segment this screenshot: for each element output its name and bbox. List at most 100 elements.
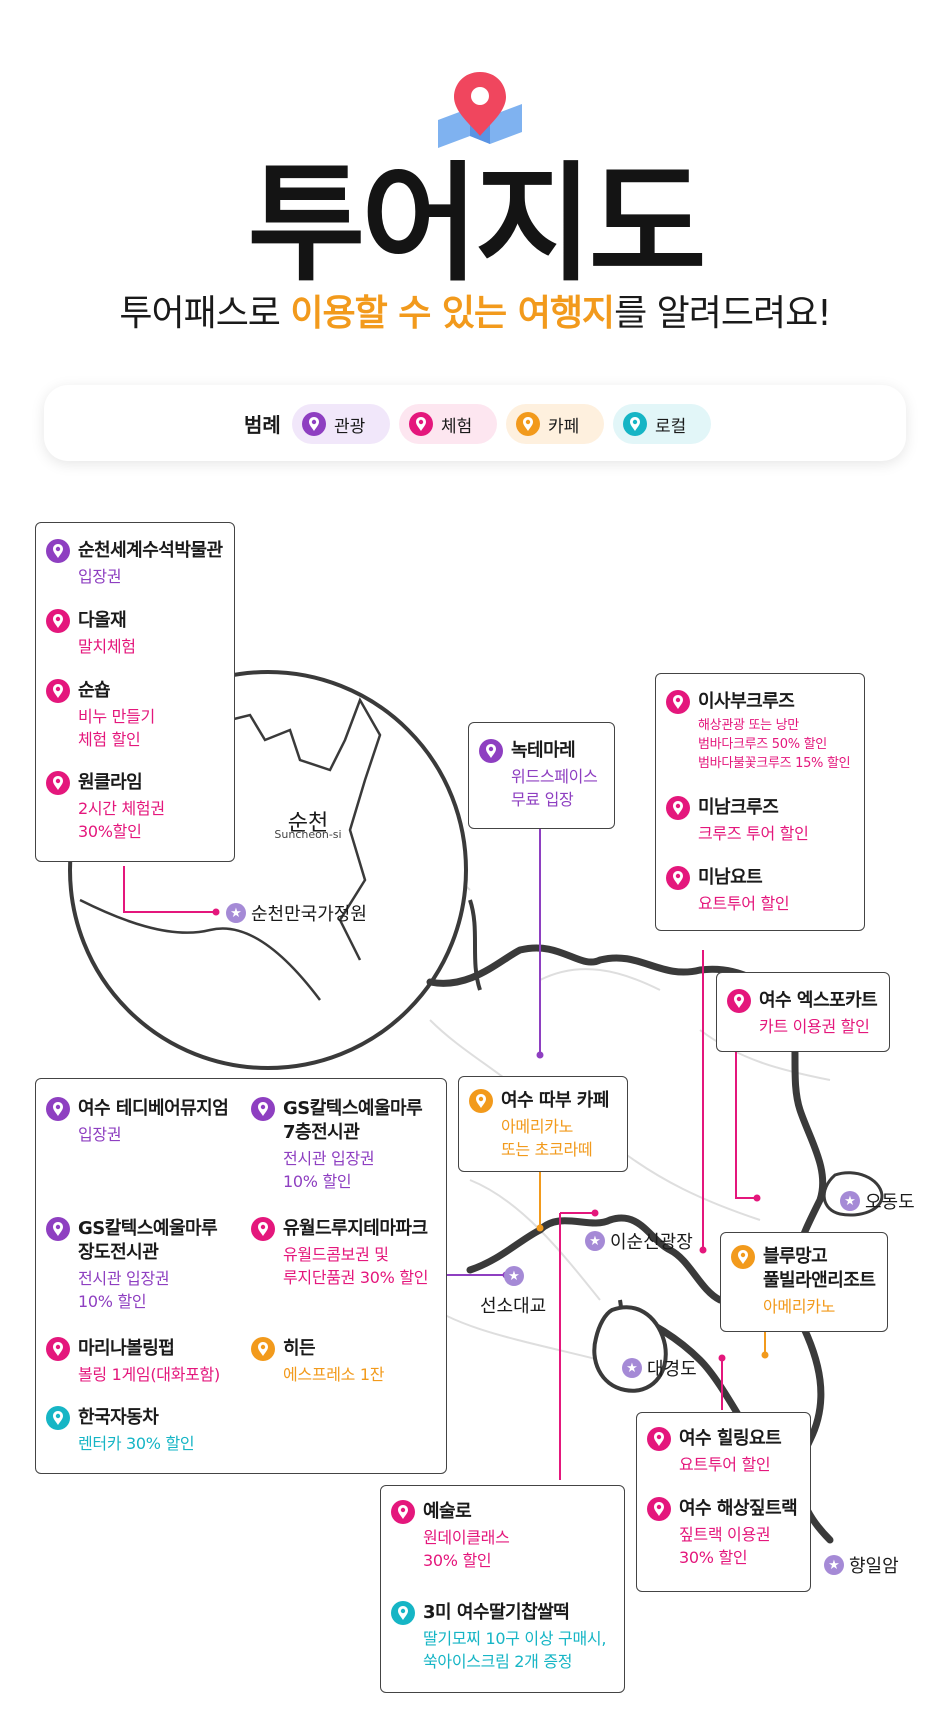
- entry-name: 블루망고 풀빌라앤리조트: [763, 1246, 876, 1291]
- star-icon: ★: [824, 1555, 844, 1575]
- entry-desc: 짚트랙 이용권 30% 할인: [679, 1525, 771, 1567]
- entry-name: 한국자동차: [78, 1407, 159, 1428]
- entry-desc: 전시관 입장권 10% 할인: [78, 1269, 170, 1311]
- pin-icon: [391, 1601, 415, 1625]
- entry-desc: 입장권: [78, 567, 122, 586]
- legend-chip-label: 체험: [441, 416, 473, 437]
- pin-icon: [46, 1097, 70, 1121]
- entry-name: 순천세계수석박물관: [78, 540, 223, 561]
- pin-icon: [647, 1427, 671, 1451]
- pin-icon: [46, 539, 70, 563]
- pin-icon: [302, 412, 326, 436]
- entry-name: GS칼텍스예울마루 장도전시관: [78, 1218, 218, 1263]
- pin-icon: [666, 690, 690, 714]
- entry-desc: 위드스페이스 무료 입장: [511, 767, 598, 809]
- entry-name: 미남크루즈: [698, 797, 779, 818]
- entry-desc: 아메리카노: [763, 1297, 836, 1316]
- pin-icon: [727, 989, 751, 1013]
- page-subtitle: 투어패스로 이용할 수 있는 여행지를 알려드려요!: [0, 290, 950, 338]
- entry-name: 이사부크루즈: [698, 691, 795, 712]
- subtitle-post: 를 알려드려요!: [614, 293, 832, 334]
- entry-name: 미남요트: [698, 867, 763, 888]
- entry-desc: 말치체험: [78, 637, 136, 656]
- entry-desc: 전시관 입장권 10% 할인: [283, 1149, 375, 1191]
- entry-desc: 요트투어 할인: [698, 894, 790, 913]
- entry-name: 히든: [283, 1338, 316, 1359]
- entry-name: 유월드루지테마파크: [283, 1218, 428, 1239]
- entry-name: 여수 따부 카페: [501, 1090, 609, 1111]
- legend-chip-label: 카페: [548, 416, 580, 437]
- legend-chip-label: 로컬: [655, 416, 687, 437]
- star-icon: ★: [840, 1191, 860, 1211]
- legend-chip-local: 로컬: [613, 404, 711, 444]
- entry-name: 여수 힐링요트: [679, 1428, 782, 1449]
- entry-desc: 유월드콤보권 및 루지단품권 30% 할인: [283, 1245, 429, 1287]
- pin-icon: [479, 739, 503, 763]
- legend-chip-tour: 관광: [292, 404, 390, 444]
- place-leesunsin-square[interactable]: ★이순신광장: [585, 1228, 693, 1254]
- star-icon: ★: [585, 1231, 605, 1251]
- pin-icon: [647, 1497, 671, 1521]
- pin-icon: [623, 412, 647, 436]
- entry-desc: 비누 만들기 체험 할인: [78, 707, 155, 749]
- place-hyangiram[interactable]: ★향일암: [824, 1552, 899, 1578]
- daegyeong-island: [592, 1305, 668, 1393]
- pin-icon: [251, 1217, 275, 1241]
- entry-desc: 원데이클래스 30% 할인: [423, 1528, 510, 1570]
- entry-desc: 요트투어 할인: [679, 1455, 771, 1474]
- city-name: 순천: [287, 811, 329, 836]
- entry-name: 원클라임: [78, 772, 143, 793]
- star-icon: ★: [622, 1358, 642, 1378]
- place-odongdo[interactable]: ★오동도: [840, 1188, 915, 1214]
- entry-desc: 에스프레소 1잔: [283, 1365, 385, 1384]
- pin-icon: [46, 771, 70, 795]
- legend-chip-cafe: 카페: [506, 404, 604, 444]
- star-icon: ★: [226, 903, 246, 923]
- legend-chip-experience: 체험: [399, 404, 497, 444]
- subtitle-pre: 투어패스로: [119, 293, 291, 334]
- entry-name: 여수 해상짚트랙: [679, 1498, 798, 1519]
- entry-desc: 해상관광 또는 낭만 범바다크루즈 50% 할인 범바다불꽃크루즈 15% 할인: [698, 718, 851, 771]
- pin-icon: [46, 1337, 70, 1361]
- connector-lines: [123, 826, 766, 1480]
- legend: 범례 관광 체험 카페 로컬: [44, 385, 906, 461]
- entry-desc: 카트 이용권 할인: [759, 1017, 870, 1036]
- connector-dots: [212, 908, 769, 1362]
- entry-desc: 렌터카 30% 할인: [78, 1434, 195, 1453]
- star-icon: ★: [504, 1266, 524, 1286]
- entry-name: GS칼텍스예울마루 7층전시관: [283, 1098, 423, 1143]
- pin-icon: [409, 412, 433, 436]
- entry-desc: 볼링 1게임(대화포함): [78, 1365, 220, 1384]
- pin-icon: [666, 796, 690, 820]
- place-sunso-bridge[interactable]: 선소대교: [480, 1296, 547, 1317]
- pin-icon: [731, 1245, 755, 1269]
- pin-icon: [391, 1500, 415, 1524]
- entry-desc: 아메리카노 또는 초코라떼: [501, 1117, 593, 1159]
- city-sub: Suncheon-si: [274, 828, 342, 841]
- legend-label: 범례: [244, 413, 281, 437]
- entry-name: 녹테마레: [511, 740, 576, 761]
- place-sunso-bridge-star[interactable]: ★: [504, 1266, 529, 1286]
- page-title: 투어지도: [247, 150, 706, 299]
- entry-name: 여수 엑스포카트: [759, 990, 878, 1011]
- pin-icon: [666, 866, 690, 890]
- entry-desc: 크루즈 투어 할인: [698, 824, 809, 843]
- entry-name: 여수 테디베어뮤지엄: [78, 1098, 229, 1119]
- entry-desc: 2시간 체험권 30%할인: [78, 799, 165, 841]
- entry-desc: 딸기모찌 10구 이상 구매시, 쑥아이스크림 2개 증정: [423, 1629, 607, 1671]
- entry-name: 예술로: [423, 1501, 472, 1522]
- place-suncheon-garden[interactable]: ★순천만국가정원: [226, 900, 367, 926]
- place-daegyeongdo[interactable]: ★대경도: [622, 1355, 697, 1381]
- legend-chip-label: 관광: [334, 416, 366, 437]
- subtitle-highlight: 이용할 수 있는 여행지: [290, 293, 615, 334]
- entry-name: 마리나볼링펍: [78, 1338, 175, 1359]
- entry-name: 3미 여수딸기찹쌀떡: [423, 1602, 570, 1623]
- entry-desc: 입장권: [78, 1125, 122, 1144]
